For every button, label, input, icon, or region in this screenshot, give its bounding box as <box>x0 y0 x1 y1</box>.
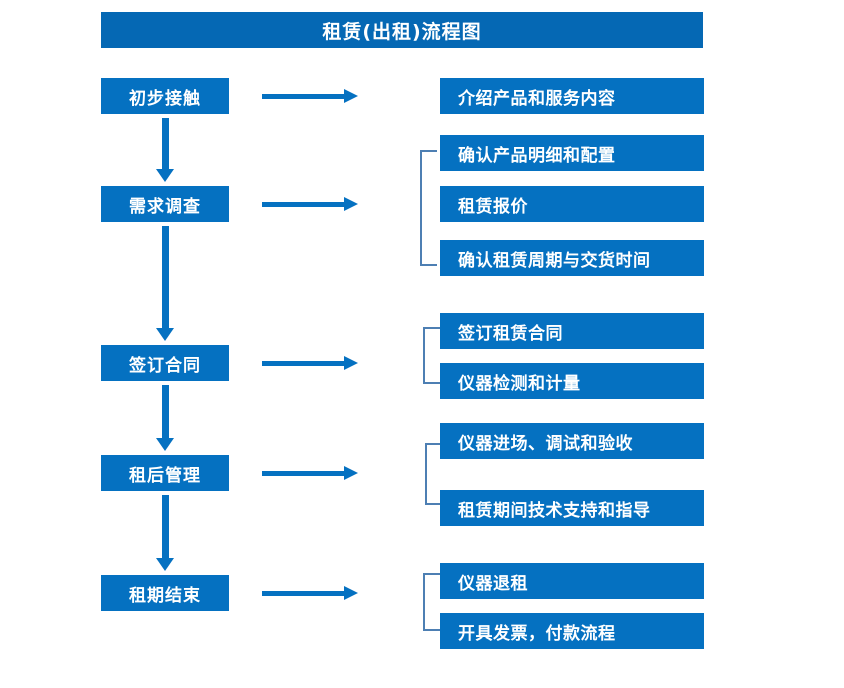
stage-box-2[interactable]: 需求调查 <box>101 186 229 222</box>
group-bracket-4 <box>423 573 440 631</box>
vertical-arrow-3 <box>156 385 174 451</box>
stage-box-4[interactable]: 租后管理 <box>101 455 229 491</box>
group-bracket-2 <box>423 327 440 384</box>
vertical-arrow-1 <box>156 118 174 182</box>
horizontal-arrow-1 <box>262 89 358 103</box>
horizontal-arrow-4 <box>262 466 358 480</box>
horizontal-arrow-2 <box>262 197 358 211</box>
detail-box-4[interactable]: 确认租赁周期与交货时间 <box>440 240 704 276</box>
detail-box-3[interactable]: 租赁报价 <box>440 186 704 222</box>
detail-box-9[interactable]: 仪器退租 <box>440 563 704 599</box>
detail-box-10[interactable]: 开具发票，付款流程 <box>440 613 704 649</box>
detail-box-5[interactable]: 签订租赁合同 <box>440 313 704 349</box>
detail-box-7[interactable]: 仪器进场、调试和验收 <box>440 423 704 459</box>
detail-box-6[interactable]: 仪器检测和计量 <box>440 363 704 399</box>
stage-box-5[interactable]: 租期结束 <box>101 575 229 611</box>
detail-box-2[interactable]: 确认产品明细和配置 <box>440 135 704 171</box>
horizontal-arrow-5 <box>262 586 358 600</box>
horizontal-arrow-3 <box>262 356 358 370</box>
detail-box-1[interactable]: 介绍产品和服务内容 <box>440 78 704 114</box>
group-bracket-3 <box>425 443 442 505</box>
page-title: 租赁(出租)流程图 <box>101 12 703 48</box>
group-bracket-1 <box>420 150 437 266</box>
stage-box-1[interactable]: 初步接触 <box>101 78 229 114</box>
vertical-arrow-2 <box>156 226 174 341</box>
stage-box-3[interactable]: 签订合同 <box>101 345 229 381</box>
vertical-arrow-4 <box>156 495 174 571</box>
detail-box-8[interactable]: 租赁期间技术支持和指导 <box>440 490 704 526</box>
